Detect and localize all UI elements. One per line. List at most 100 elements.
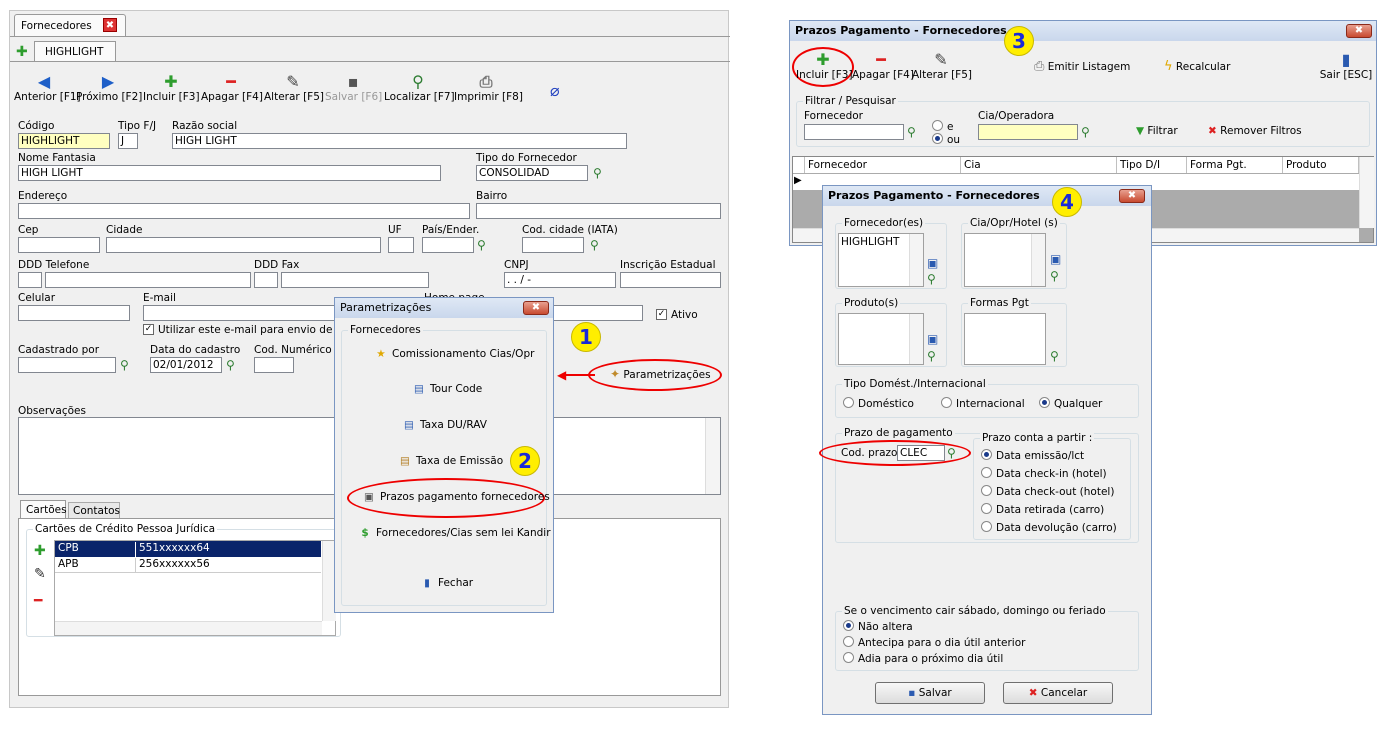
apagar-button[interactable]: ━Apagar [F4] xyxy=(201,73,263,104)
data-emissao-radio[interactable]: Data emissão/lct xyxy=(981,449,1084,463)
cod-cidade-input[interactable] xyxy=(522,237,584,253)
ie-input[interactable] xyxy=(620,272,721,288)
ddd-fax-input[interactable] xyxy=(254,272,278,288)
formas-listbox[interactable] xyxy=(964,313,1046,365)
cancelar-button[interactable]: ✖ Cancelar xyxy=(1003,682,1113,704)
tab-cartoes[interactable]: Cartões xyxy=(20,500,67,518)
table-row[interactable]: CPB 551xxxxxx64 xyxy=(55,541,321,558)
close-icon[interactable]: ✖ xyxy=(103,18,117,32)
close-button[interactable]: ✖ xyxy=(1346,24,1372,38)
celular-input[interactable] xyxy=(18,305,130,321)
filtrar-button[interactable]: ▼ Filtrar xyxy=(1136,125,1178,137)
nao-altera-radio[interactable]: Não altera xyxy=(843,620,913,634)
fax-input[interactable] xyxy=(281,272,429,288)
edit-icon[interactable]: ✎ xyxy=(34,566,46,582)
telefone-input[interactable] xyxy=(45,272,251,288)
anterior-button[interactable]: ◀Anterior [F1] xyxy=(14,73,81,104)
minus-icon[interactable]: ━ xyxy=(34,593,43,609)
comissionamento-item[interactable]: ★Comissionamento Cias/Opr xyxy=(373,347,534,361)
salvar-button[interactable]: ▪Salvar [F6] xyxy=(325,73,382,104)
localizar-button[interactable]: ⚲Localizar [F7] xyxy=(384,73,455,104)
col-forma[interactable]: Forma Pgt. xyxy=(1187,157,1283,173)
ou-radio[interactable]: ou xyxy=(932,133,960,147)
add-list-icon[interactable]: ▣ xyxy=(927,332,939,346)
search-icon[interactable]: ⚲ xyxy=(1081,125,1090,139)
cidade-input[interactable] xyxy=(106,237,381,253)
produto-listbox[interactable] xyxy=(838,313,924,365)
search-icon[interactable]: ⚲ xyxy=(947,446,956,460)
subtab-highlight[interactable]: HIGHLIGHT xyxy=(34,41,116,61)
salvar-button[interactable]: ▪ Salvar xyxy=(875,682,985,704)
data-devolucao-radio[interactable]: Data devolução (carro) xyxy=(981,521,1117,535)
cartoes-vscroll[interactable] xyxy=(322,541,336,621)
cod-prazo-input[interactable]: CLEC xyxy=(897,445,945,461)
internacional-radio[interactable]: Internacional xyxy=(941,397,1025,411)
home-page-input[interactable] xyxy=(550,305,643,321)
data-checkout-radio[interactable]: Data check-out (hotel) xyxy=(981,485,1114,499)
prazos-pagamento-item[interactable]: ▣Prazos pagamento fornecedores xyxy=(361,490,550,504)
cia-scroll[interactable] xyxy=(1031,234,1045,286)
search-icon[interactable]: ⚲ xyxy=(927,349,936,363)
razao-input[interactable]: HIGH LIGHT xyxy=(172,133,627,149)
plus-icon[interactable]: ✚ xyxy=(34,543,46,559)
fornecedores-scroll[interactable] xyxy=(909,234,923,286)
ativo-checkbox[interactable]: ✓ xyxy=(656,309,667,320)
taxa-du-rav-item[interactable]: ▤Taxa DU/RAV xyxy=(401,418,487,432)
incluir-button[interactable]: ✚Incluir [F3] xyxy=(796,51,853,82)
taxa-emissao-item[interactable]: ▤Taxa de Emissão xyxy=(397,454,503,468)
plus-icon[interactable]: ✚ xyxy=(16,44,28,60)
tipo-fornecedor-input[interactable]: CONSOLIDAD xyxy=(476,165,588,181)
fornecedores-listbox[interactable]: HIGHLIGHT xyxy=(838,233,924,287)
col-tipo[interactable]: Tipo D/I xyxy=(1117,157,1187,173)
bairro-input[interactable] xyxy=(476,203,721,219)
search-icon[interactable]: ⚲ xyxy=(120,358,129,372)
pais-input[interactable] xyxy=(422,237,474,253)
antecipa-radio[interactable]: Antecipa para o dia útil anterior xyxy=(843,636,1025,650)
search-icon[interactable]: ⚲ xyxy=(477,238,486,252)
uf-input[interactable] xyxy=(388,237,414,253)
domestico-radio[interactable]: Doméstico xyxy=(843,397,914,411)
incluir-button[interactable]: ✚Incluir [F3] xyxy=(143,73,200,104)
ddd-telefone-input[interactable] xyxy=(18,272,42,288)
cia-operadora-filter-input[interactable] xyxy=(978,124,1078,140)
search-icon[interactable]: ⚲ xyxy=(590,238,599,252)
search-icon[interactable]: ⚲ xyxy=(907,125,916,139)
cod-numerico-input[interactable] xyxy=(254,357,294,373)
close-button[interactable]: ✖ xyxy=(1119,189,1145,203)
apagar-button[interactable]: ━Apagar [F4] xyxy=(852,51,914,82)
tab-contatos[interactable]: Contatos xyxy=(68,502,120,518)
endereco-input[interactable] xyxy=(18,203,470,219)
data-cadastro-input[interactable]: 02/01/2012 xyxy=(150,357,222,373)
remover-filtros-button[interactable]: ✖ Remover Filtros xyxy=(1208,125,1302,137)
fornecedor-filter-input[interactable] xyxy=(804,124,904,140)
utilizar-email-checkbox[interactable]: ✓ xyxy=(143,324,154,335)
alterar-button[interactable]: ✎Alterar [F5] xyxy=(912,51,972,82)
search-icon[interactable]: ⚲ xyxy=(593,166,602,180)
cnpj-input[interactable]: . . / - xyxy=(504,272,616,288)
e-radio[interactable]: e xyxy=(932,120,953,134)
tipo-input[interactable]: J xyxy=(118,133,138,149)
recalcular-button[interactable]: ϟ Recalcular xyxy=(1164,59,1230,74)
table-row[interactable]: APB 256xxxxxx56 xyxy=(55,557,321,573)
add-list-icon[interactable]: ▣ xyxy=(927,256,939,270)
lei-kandir-item[interactable]: $Fornecedores/Cias sem lei Kandir xyxy=(357,526,550,540)
emitir-listagem-button[interactable]: ⎙ Emitir Listagem xyxy=(1034,59,1130,74)
codigo-input[interactable]: HIGHLIGHT xyxy=(18,133,110,149)
fechar-button[interactable]: ▮Fechar xyxy=(419,576,473,590)
adia-radio[interactable]: Adia para o próximo dia útil xyxy=(843,652,1003,666)
email-input[interactable] xyxy=(143,305,343,321)
cartoes-hscroll[interactable] xyxy=(55,621,322,635)
observacoes-scrollbar[interactable] xyxy=(705,418,720,494)
search-icon[interactable]: ⚲ xyxy=(226,358,235,372)
cia-listbox[interactable] xyxy=(964,233,1046,287)
search-icon[interactable]: ⚲ xyxy=(1050,349,1059,363)
qualquer-radio[interactable]: Qualquer xyxy=(1039,397,1102,411)
search-icon[interactable]: ⚲ xyxy=(927,272,936,286)
search-icon[interactable]: ⚲ xyxy=(1050,269,1059,283)
add-list-icon[interactable]: ▣ xyxy=(1050,252,1062,266)
col-cia[interactable]: Cia xyxy=(961,157,1117,173)
close-button[interactable]: ✖ xyxy=(523,301,549,315)
fantasia-input[interactable]: HIGH LIGHT xyxy=(18,165,441,181)
cadastrado-por-input[interactable] xyxy=(18,357,116,373)
tab-fornecedores[interactable]: Fornecedores ✖ xyxy=(14,14,126,36)
